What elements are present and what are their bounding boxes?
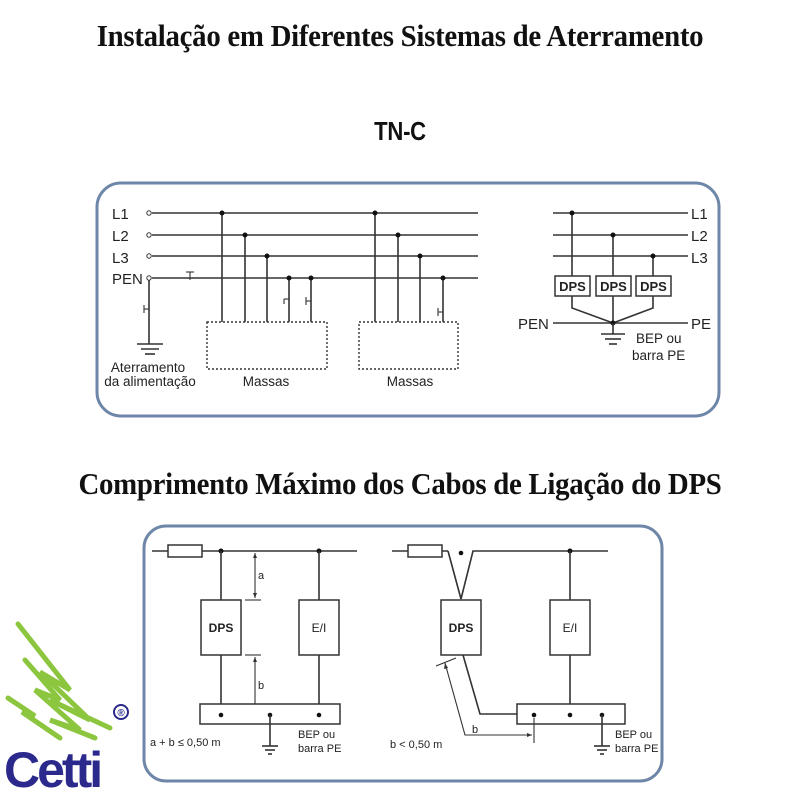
tnc-right-diagram: L1 L2 L3 DPS DPS DPS PEN PE BEP ou b [518,206,711,363]
mass-label-1: Massas [243,374,290,389]
label-l1: L1 [112,206,129,223]
lightning-scribble-icon [5,621,113,741]
cable-left-diagram: DPS E/I a b a + b ≤ 0,50 [150,544,357,755]
right-bep-label-1: BEP ou [615,729,652,741]
pe-label: PE [691,316,711,333]
right-dps-label: DPS [449,621,474,635]
right-ei-label: E/I [563,621,578,635]
tnc-panel: L1 L2 L3 PEN Aterramento d [95,181,721,418]
right-label-l3: L3 [691,250,708,267]
bep-label-1: BEP ou [636,331,682,346]
brand-name: Cetti [4,742,100,798]
source-ground-label-2: da alimentação [104,374,196,389]
bep-label-2: barra PE [632,348,685,363]
dim-b-label: b [258,680,264,692]
label-l3: L3 [112,250,129,267]
mass-label-2: Massas [387,374,434,389]
tnc-left-diagram: L1 L2 L3 PEN Aterramento d [104,206,478,389]
pen-label: PEN [518,316,549,333]
main-title: Instalação em Diferentes Sistemas de Ate… [96,18,704,53]
right-label-l1: L1 [691,206,708,223]
label-pen: PEN [112,271,143,288]
dps-label-2: DPS [600,279,627,294]
cable-right-diagram: DPS E/I b b < 0,50 m BEP ou barra PE [390,544,658,755]
registered-mark: ® [117,708,125,719]
dps-label-1: DPS [559,279,586,294]
section2-title: Comprimento Máximo dos Cabos de Ligação … [78,466,722,501]
tnc-title: TN-C [374,116,426,146]
dps-label-3: DPS [640,279,667,294]
cetti-logo: ® Cetti [4,621,129,798]
left-bep-label-2: barra PE [298,743,341,755]
right-rule-label: b < 0,50 m [390,739,442,751]
left-ei-label: E/I [312,621,327,635]
left-bep-label-1: BEP ou [298,729,335,741]
dim-a-label: a [258,570,265,582]
right-bep-label-2: barra PE [615,743,658,755]
right-dim-b-label: b [472,724,478,736]
left-rule-label: a + b ≤ 0,50 m [150,737,221,749]
cable-length-panel: DPS E/I a b a + b ≤ 0,50 [142,524,664,783]
label-l2: L2 [112,228,129,245]
source-ground-label-1: Aterramento [111,360,185,375]
right-label-l2: L2 [691,228,708,245]
left-dps-label: DPS [209,621,234,635]
